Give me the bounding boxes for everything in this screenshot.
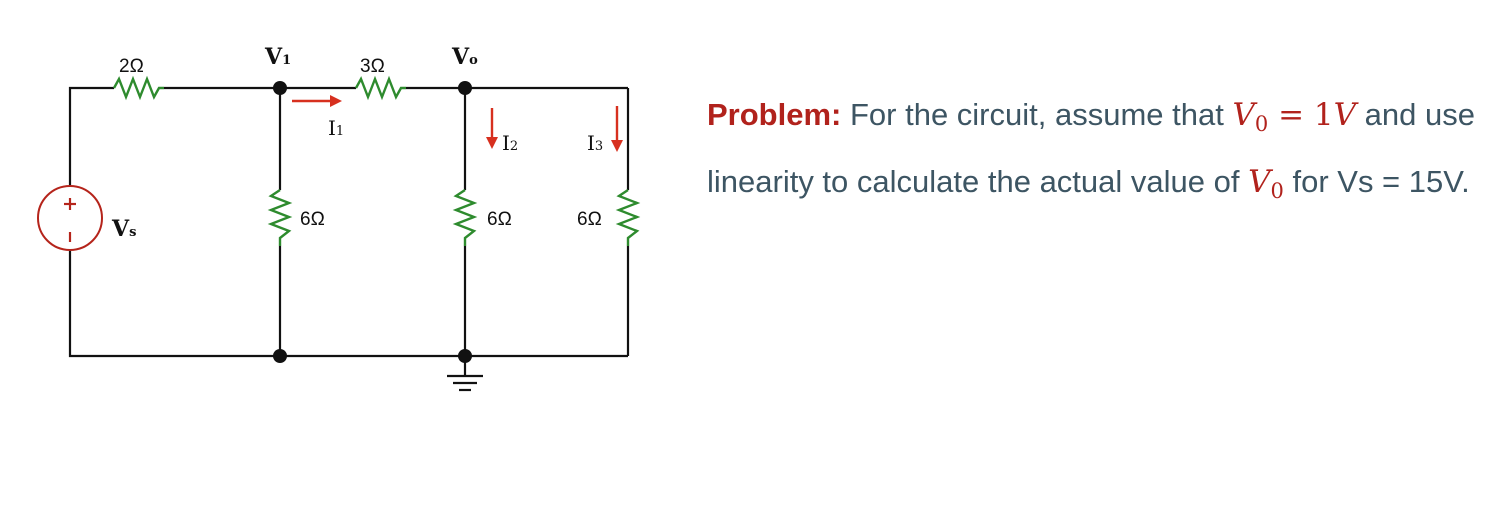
math-equals: = 1 [1268, 97, 1334, 133]
label-r-6ohm-v1: 6Ω [300, 209, 325, 230]
resistor-6ohm-right [615, 189, 641, 246]
math-v0: V [1232, 97, 1255, 133]
label-r-6ohm-right: 6Ω [577, 209, 602, 230]
problem-text-3: for Vs = 15V. [1283, 164, 1470, 199]
math-v0-second-sub: 0 [1270, 179, 1284, 203]
resistor-6ohm-v1 [267, 189, 293, 246]
resistor-6ohm-vo [452, 189, 478, 246]
problem-text-2: and use linearity to calculate the actua… [707, 97, 1475, 199]
math-v0-second: V [1248, 164, 1271, 200]
circuit-diagram: 2Ω 3Ω 6Ω 6Ω 6Ω V1 Vo Vs I1 I2 I3 [0, 0, 700, 521]
problem-label: Problem: [707, 97, 842, 132]
label-v1: V1 [264, 44, 291, 70]
label-i2: I2 [502, 131, 518, 155]
label-r-3ohm: 3Ω [360, 56, 385, 77]
node-vo-top [458, 81, 472, 95]
wire-top-left [68, 86, 114, 229]
ground-icon [447, 374, 483, 392]
label-i3: I3 [587, 131, 603, 155]
node-v1-bottom [273, 349, 287, 363]
voltage-source-icon [37, 185, 103, 251]
problem-statement: Problem: For the circuit, assume that V0… [707, 86, 1487, 220]
wire-bottom [68, 246, 628, 358]
node-vo-bottom [458, 349, 472, 363]
arrow-i3-icon [611, 106, 623, 152]
label-vo: Vo [451, 44, 478, 70]
resistor-3ohm [354, 75, 406, 101]
arrow-i2-icon [486, 108, 498, 149]
resistor-2ohm [112, 75, 164, 101]
node-v1-top [273, 81, 287, 95]
arrow-i1-icon [292, 95, 342, 107]
math-v0-sub: 0 [1254, 112, 1269, 136]
problem-text-1: For the circuit, assume that [841, 97, 1233, 132]
math-unit: V [1333, 97, 1357, 133]
label-vs: Vs [111, 216, 136, 242]
circuit-wires [68, 86, 630, 376]
label-r-2ohm: 2Ω [119, 56, 144, 77]
label-i1: I1 [328, 116, 344, 140]
label-r-6ohm-vo: 6Ω [487, 209, 512, 230]
